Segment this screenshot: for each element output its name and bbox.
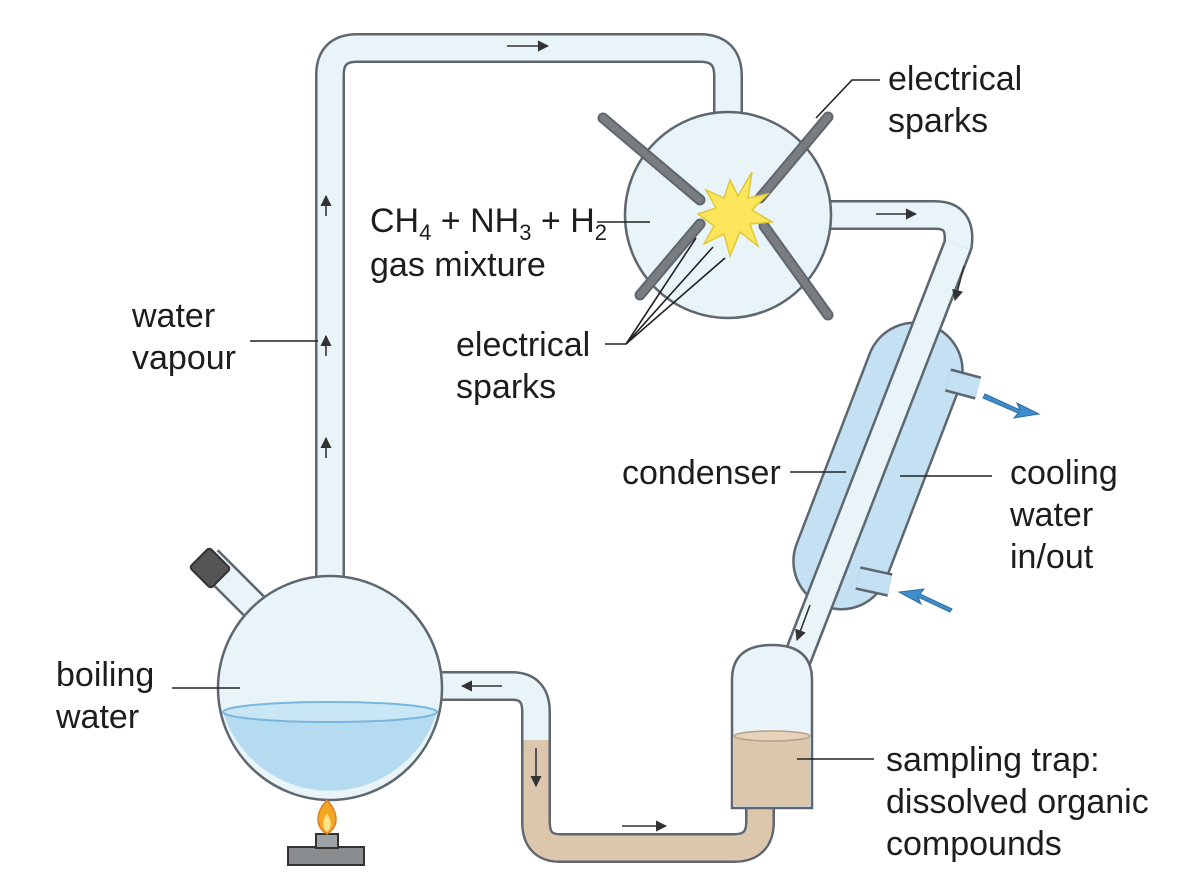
label-line: boiling — [56, 656, 154, 694]
label-gas-mixture: gas mixture — [370, 246, 546, 284]
formula-subscript: 4 — [419, 220, 431, 245]
label-condenser: condenser — [622, 454, 781, 492]
label-sampling-trap: sampling trap: dissolved organic compounds — [886, 741, 1149, 863]
boiling-flask — [216, 574, 444, 802]
label-electrical-sparks-top: electrical sparks — [888, 60, 1022, 140]
spark-icon — [696, 171, 775, 259]
glass-tubing — [197, 33, 974, 863]
cooling-water-out-arrow-icon — [982, 393, 1041, 419]
label-gas-mixture-formula: CH4 + NH3 + H2 — [370, 202, 607, 245]
cooling-water-in-arrow-icon — [897, 588, 953, 613]
label-electrical-sparks-mid: electrical sparks — [456, 326, 590, 406]
label-line: water — [55, 698, 139, 736]
label-line: water — [131, 297, 215, 335]
return-tube-liquid — [523, 740, 773, 861]
label-line: sampling trap: — [886, 741, 1100, 779]
leader-lines — [172, 79, 992, 760]
return-tube — [430, 671, 775, 863]
label-boiling-water: boiling water — [55, 656, 154, 736]
formula-text: + NH — [431, 202, 519, 240]
label-line: electrical — [456, 326, 590, 364]
label-line: sparks — [888, 102, 988, 140]
label-cooling-water: cooling water in/out — [1009, 454, 1118, 576]
label-line: electrical — [888, 60, 1022, 98]
label-line: dissolved organic — [886, 783, 1149, 821]
boiling-water — [223, 712, 437, 791]
formula-text: CH — [370, 202, 419, 240]
sampling-trap — [730, 643, 814, 810]
stopper — [189, 547, 231, 589]
label-line: sparks — [456, 368, 556, 406]
label-line: cooling — [1010, 454, 1118, 492]
label-line: vapour — [132, 339, 236, 377]
label-line: in/out — [1010, 538, 1094, 576]
flow-arrows — [320, 40, 965, 832]
label-line: water — [1009, 496, 1093, 534]
burner — [287, 798, 365, 866]
condenser — [771, 239, 982, 696]
label-line: compounds — [886, 825, 1062, 863]
formula-text: + H — [531, 202, 594, 240]
spark-flask — [597, 110, 834, 321]
formula-subscript: 3 — [519, 220, 531, 245]
label-water-vapour: water vapour — [131, 297, 236, 377]
formula-subscript: 2 — [595, 220, 607, 245]
cooling-water-arrows — [897, 393, 1041, 613]
sample-liquid — [734, 736, 810, 806]
